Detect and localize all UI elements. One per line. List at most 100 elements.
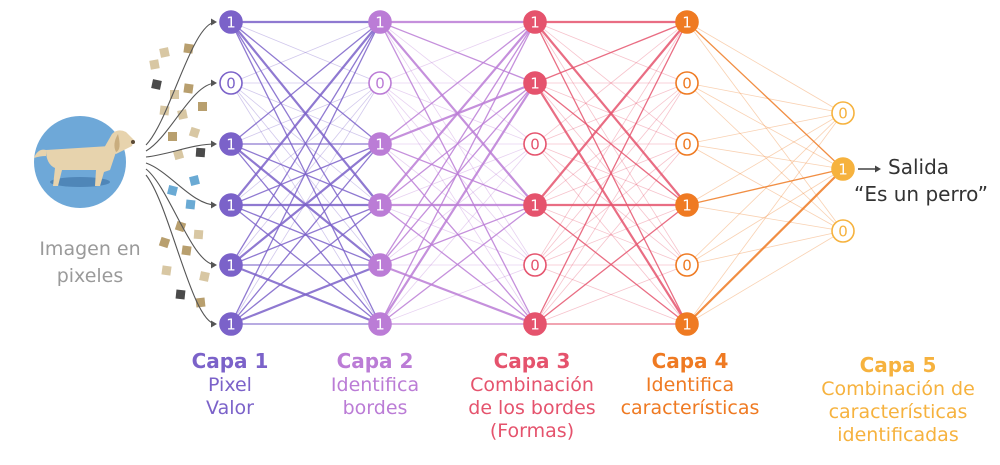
node: 1 [368, 132, 392, 156]
connection-line [534, 143, 688, 266]
node: 1 [675, 10, 699, 34]
node-circle [831, 157, 855, 181]
input-arrowhead [211, 320, 217, 328]
input-arrow [145, 168, 217, 266]
pixel-square [195, 147, 206, 158]
connection-line [230, 143, 381, 325]
input-arrow [145, 162, 217, 206]
input-arrows [145, 18, 217, 328]
connection-line [379, 82, 536, 325]
node-circle [831, 101, 855, 125]
connection-line [379, 204, 536, 325]
connection-line [230, 82, 381, 325]
node-circle [368, 10, 392, 34]
node-circle [219, 312, 243, 336]
node-value: 0 [838, 223, 848, 241]
node: 1 [219, 193, 243, 217]
layer-3-label: Capa 3 Combinación de los bordes (Formas… [438, 348, 626, 443]
input-arrowhead [211, 79, 217, 87]
node-value: 0 [682, 75, 692, 93]
connection-line [534, 264, 688, 325]
node-circle [368, 253, 392, 277]
node-circle [675, 10, 699, 34]
node: 1 [219, 10, 243, 34]
layer-5-desc-line1: Combinación de [821, 378, 975, 400]
node: 1 [368, 10, 392, 34]
node: 0 [368, 71, 392, 95]
connection-line [534, 143, 688, 325]
node-value: 1 [226, 136, 236, 154]
node-circle [219, 71, 243, 95]
layer-4-label: Capa 4 Identifica características [604, 348, 776, 420]
layer-2-desc-line1: Identifica [330, 374, 420, 396]
pixel-square [177, 109, 188, 120]
node: 1 [523, 71, 547, 95]
output-label: Salida [888, 155, 950, 179]
node-circle [219, 253, 243, 277]
connection-line [686, 168, 844, 325]
connection-line [230, 21, 381, 266]
layer-1-label: Capa 1 Pixel Valor [170, 348, 290, 420]
node-circle [523, 253, 547, 277]
layer-2-title: Capa 2 [336, 349, 414, 373]
layer-3-desc-line3: (Formas) [489, 420, 575, 442]
connection-line [686, 204, 844, 232]
pixel-square [149, 59, 160, 70]
node: 0 [831, 101, 855, 125]
input-arrowhead [211, 261, 217, 269]
node-value: 1 [226, 316, 236, 334]
node-value: 0 [682, 257, 692, 275]
node-value: 1 [226, 257, 236, 275]
node-value: 1 [530, 316, 540, 334]
node-circle [219, 10, 243, 34]
node-circle [831, 219, 855, 243]
pixel-square [170, 90, 179, 99]
connection-line [534, 82, 688, 206]
node-circle [675, 312, 699, 336]
node-value: 1 [530, 75, 540, 93]
node: 1 [675, 312, 699, 336]
pixel-square [181, 245, 192, 256]
connection-line [534, 82, 688, 325]
node: 1 [523, 193, 547, 217]
node: 0 [675, 71, 699, 95]
layer-5-label: Capa 5 Combinación de características id… [800, 352, 996, 447]
connection-line [379, 21, 536, 84]
pixel-square [198, 102, 207, 111]
connection-line [379, 264, 536, 325]
node: 1 [523, 10, 547, 34]
node-value: 1 [226, 197, 236, 215]
node-value: 0 [838, 105, 848, 123]
layer-3-desc-line2: de los bordes [468, 397, 596, 419]
node-value: 0 [530, 136, 540, 154]
input-arrow [145, 143, 217, 158]
node-circle [675, 132, 699, 156]
layer-1-desc-line2: Valor [206, 397, 254, 419]
pixel-square [151, 79, 162, 90]
connection-line [686, 168, 844, 206]
node: 1 [831, 157, 855, 181]
node-value: 1 [530, 14, 540, 32]
node-value: 1 [226, 14, 236, 32]
pixel-square [161, 265, 172, 276]
layer-1-desc-line1: Pixel [208, 374, 252, 396]
pixel-square [188, 126, 201, 139]
node-value: 1 [375, 316, 385, 334]
layer-1-title: Capa 1 [191, 349, 269, 373]
connection-line [534, 21, 688, 325]
node-circle [219, 132, 243, 156]
connection-line [686, 143, 844, 170]
connection-line [230, 263, 381, 326]
layer-5-desc-line3: identificadas [837, 424, 959, 446]
node: 0 [523, 253, 547, 277]
connection-line [379, 21, 536, 266]
connection-line [379, 143, 536, 325]
node-value: 1 [375, 136, 385, 154]
node: 1 [675, 193, 699, 217]
connection-line [534, 21, 688, 266]
connection-line [686, 112, 844, 206]
node-circle [368, 71, 392, 95]
connection-line [534, 21, 688, 145]
node-circle [675, 253, 699, 277]
